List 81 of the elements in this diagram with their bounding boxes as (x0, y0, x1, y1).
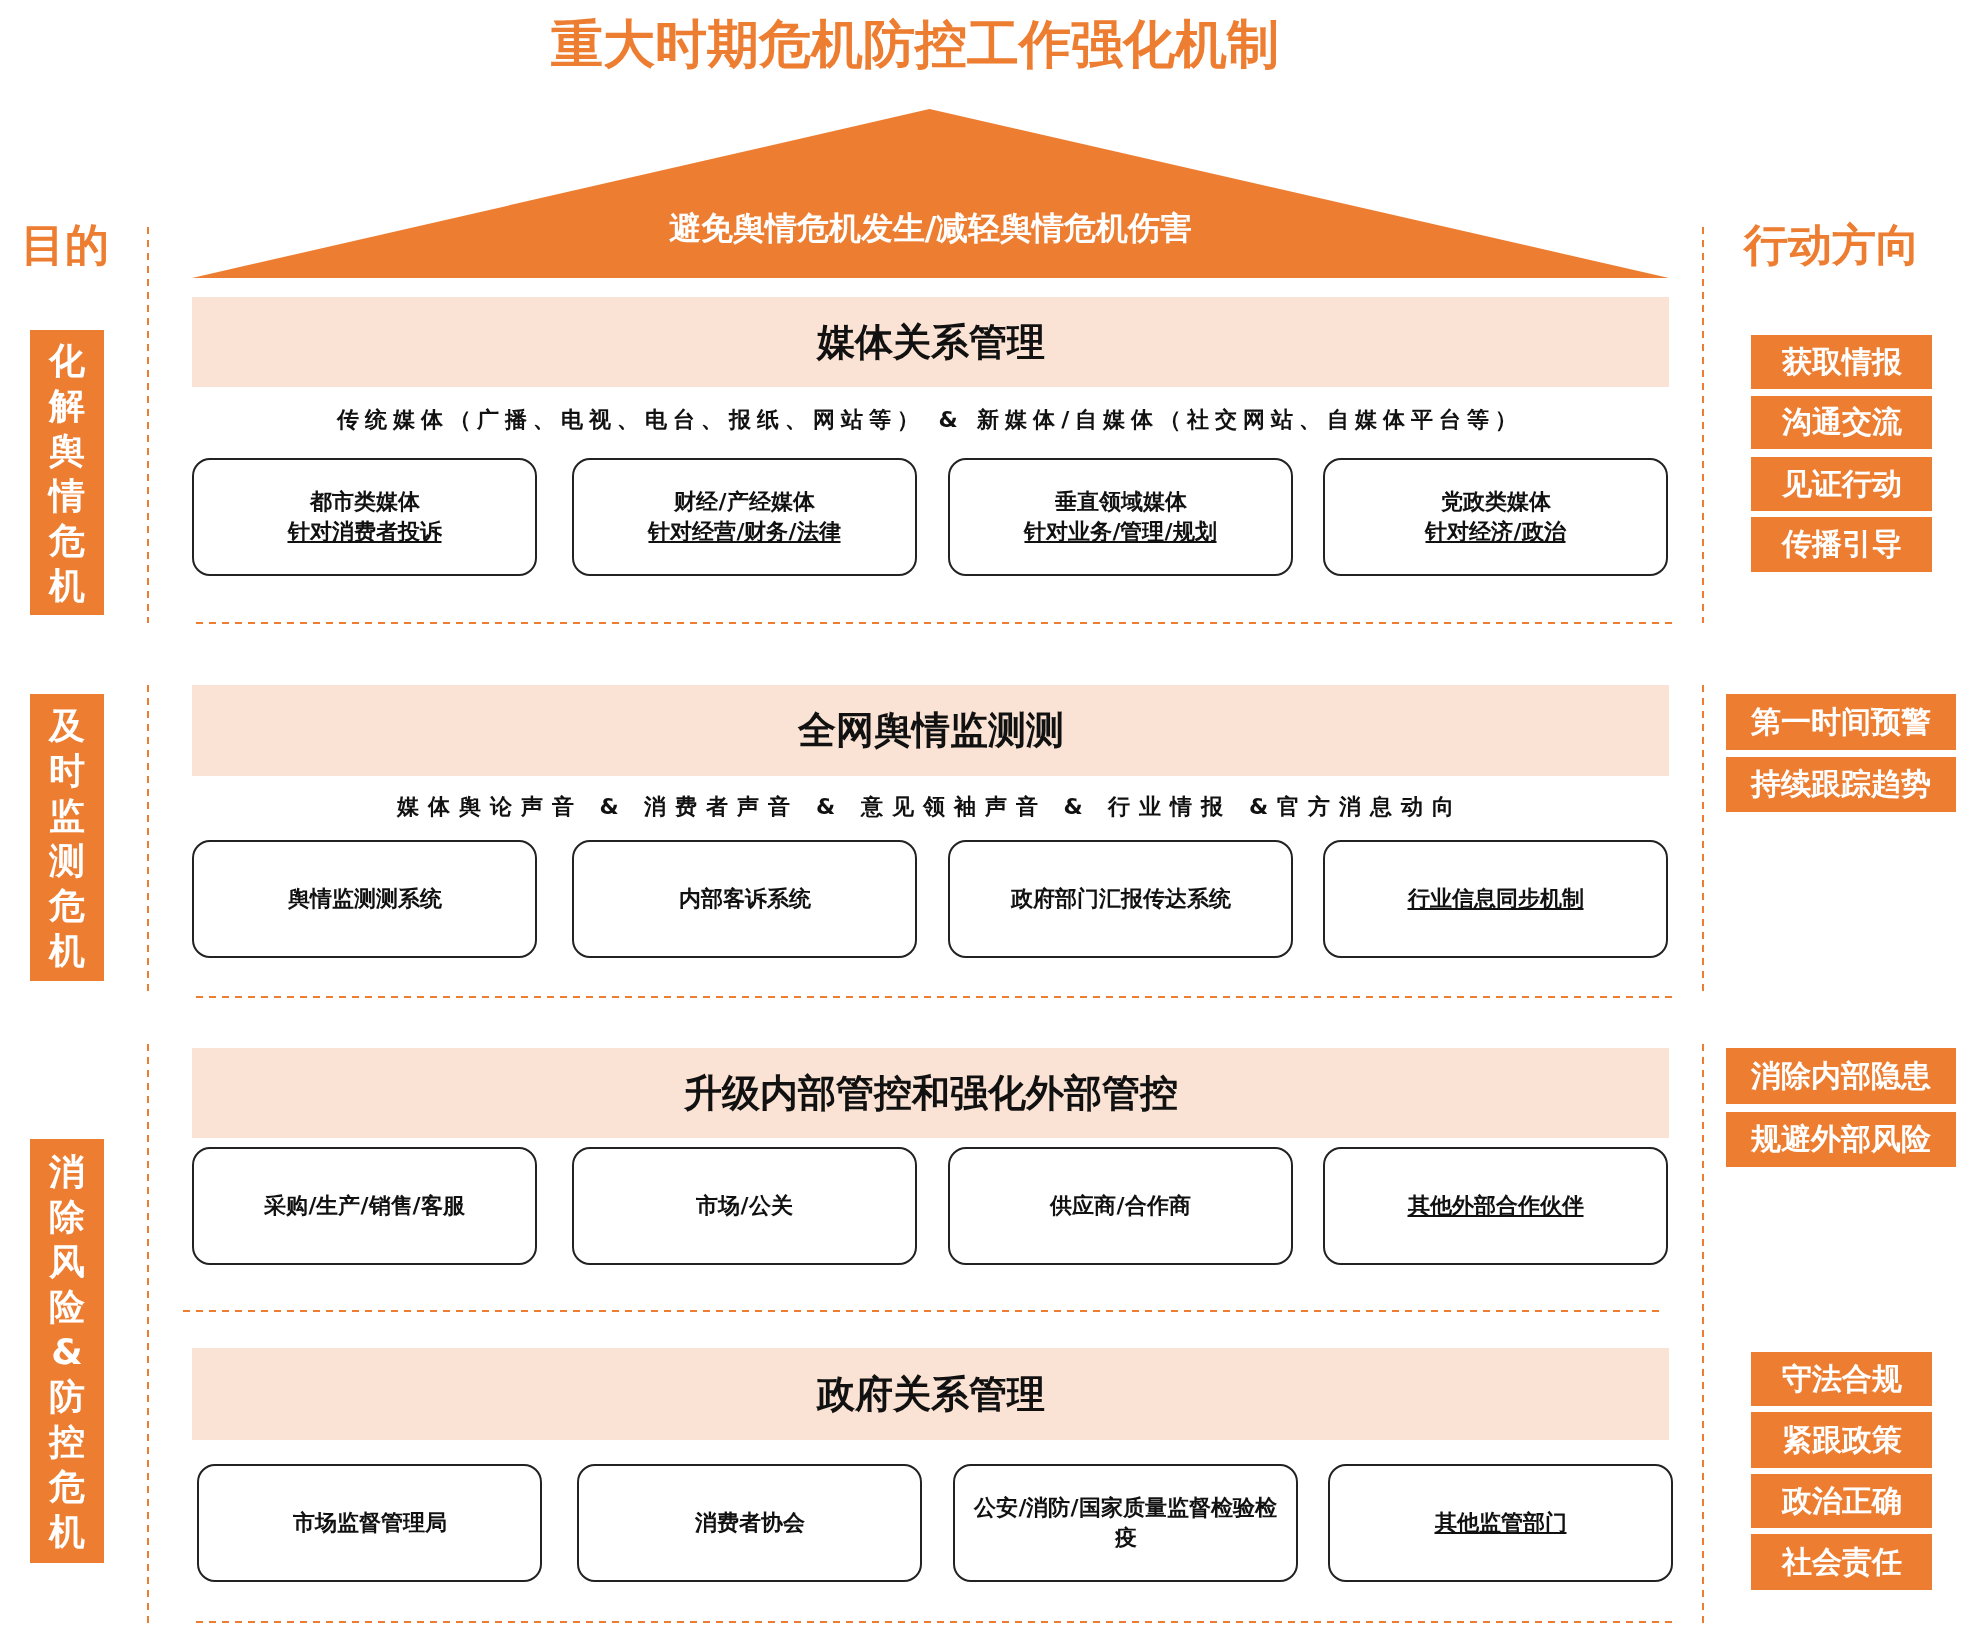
box-text: 公安/消防/国家质量监督检验检疫 (973, 1494, 1278, 1552)
category-box (948, 458, 1293, 576)
category-box (572, 458, 917, 576)
box-text: 针对消费者投诉 (287, 518, 442, 546)
category-box (953, 1464, 1298, 1582)
section-heading: 媒体关系管理 (816, 318, 1045, 366)
vertical-label: 消除风险&防控危机 (47, 1149, 86, 1554)
box-text: 内部客诉系统 (678, 885, 811, 913)
section-band (192, 297, 1669, 387)
category-box (577, 1464, 922, 1582)
box-text: 其他外部合作伙伴 (1407, 1192, 1584, 1220)
box-text: 都市类媒体 (309, 488, 420, 516)
tag-text: 守法合规 (1781, 1359, 1902, 1398)
action-tag (1751, 335, 1932, 389)
section-band (192, 1348, 1669, 1440)
subtitle-text: 传统媒体（广播、电视、电台、报纸、网站等） & 新媒体/自媒体（社交网站、自媒体平台等） (336, 406, 1524, 434)
category-box (572, 840, 917, 958)
category-box (197, 1464, 542, 1582)
side-label-block (30, 694, 104, 981)
tag-text: 沟通交流 (1781, 403, 1902, 441)
action-tag (1751, 1352, 1932, 1406)
category-box (948, 840, 1293, 958)
tag-text: 持续跟踪趋势 (1751, 765, 1931, 803)
section-heading: 政府关系管理 (816, 1370, 1045, 1418)
box-text: 舆情监测测系统 (287, 885, 442, 913)
side-heading: 行动方向 (1744, 217, 1920, 272)
action-tag (1751, 457, 1932, 511)
subtitle-text: 媒体舆论声音 & 消费者声音 & 意见领袖声音 & 行业情报 &官方消息动向 (396, 793, 1464, 821)
box-text: 其他监管部门 (1434, 1509, 1567, 1537)
category-box (1323, 840, 1668, 958)
roof-banner (192, 109, 1669, 278)
vertical-label: 及时监测危机 (47, 703, 86, 973)
category-box (192, 458, 537, 576)
tag-text: 见证行动 (1781, 464, 1902, 503)
box-text: 市场/公关 (696, 1192, 793, 1220)
banner-text: 避免舆情危机发生/减轻舆情危机伤害 (667, 208, 1194, 249)
box-text: 垂直领域媒体 (1054, 488, 1187, 516)
category-box (1328, 1464, 1673, 1582)
section-band (192, 685, 1669, 776)
action-tag (1726, 1112, 1956, 1167)
category-box (1323, 458, 1668, 576)
tag-text: 传播引导 (1781, 525, 1902, 563)
section-heading: 升级内部管控和强化外部管控 (683, 1069, 1178, 1117)
side-label-block (30, 1139, 104, 1563)
section-band (192, 1048, 1669, 1138)
category-box (572, 1147, 917, 1265)
action-tag (1751, 1474, 1932, 1528)
box-text: 针对经营/财务/法律 (648, 518, 841, 546)
tag-text: 消除内部隐患 (1751, 1056, 1931, 1095)
category-box (948, 1147, 1293, 1265)
box-text: 针对业务/管理/规划 (1024, 518, 1217, 546)
tag-text: 第一时间预警 (1751, 702, 1931, 741)
side-label-block (30, 330, 104, 615)
action-tag (1751, 1412, 1932, 1468)
side-heading: 目的 (21, 217, 109, 272)
title: 重大时期危机防控工作强化机制 (550, 13, 1280, 76)
box-text: 市场监督管理局 (292, 1509, 447, 1537)
action-tag (1751, 517, 1932, 572)
category-box (192, 1147, 537, 1265)
box-text: 采购/生产/销售/客服 (264, 1192, 465, 1220)
tag-text: 紧跟政策 (1781, 1420, 1902, 1459)
category-box (1323, 1147, 1668, 1265)
action-tag (1726, 757, 1956, 812)
box-text: 行业信息同步机制 (1407, 885, 1584, 913)
vertical-label: 化解舆情危机 (47, 338, 86, 608)
category-box (192, 840, 537, 958)
tag-text: 获取情报 (1781, 342, 1902, 381)
action-tag (1751, 1534, 1932, 1590)
action-tag (1726, 1048, 1956, 1104)
box-text: 财经/产经媒体 (674, 488, 815, 516)
action-tag (1726, 694, 1956, 750)
box-text: 针对经济/政治 (1425, 518, 1566, 546)
box-text: 消费者协会 (694, 1509, 805, 1537)
tag-text: 政治正确 (1781, 1481, 1902, 1520)
tag-text: 规避外部风险 (1751, 1120, 1931, 1158)
box-text: 政府部门汇报传达系统 (1010, 885, 1231, 913)
section-heading: 全网舆情监测测 (797, 707, 1064, 754)
box-text: 供应商/合作商 (1050, 1192, 1191, 1220)
action-tag (1751, 396, 1932, 449)
tag-text: 社会责任 (1781, 1542, 1902, 1581)
box-text: 党政类媒体 (1440, 488, 1551, 516)
